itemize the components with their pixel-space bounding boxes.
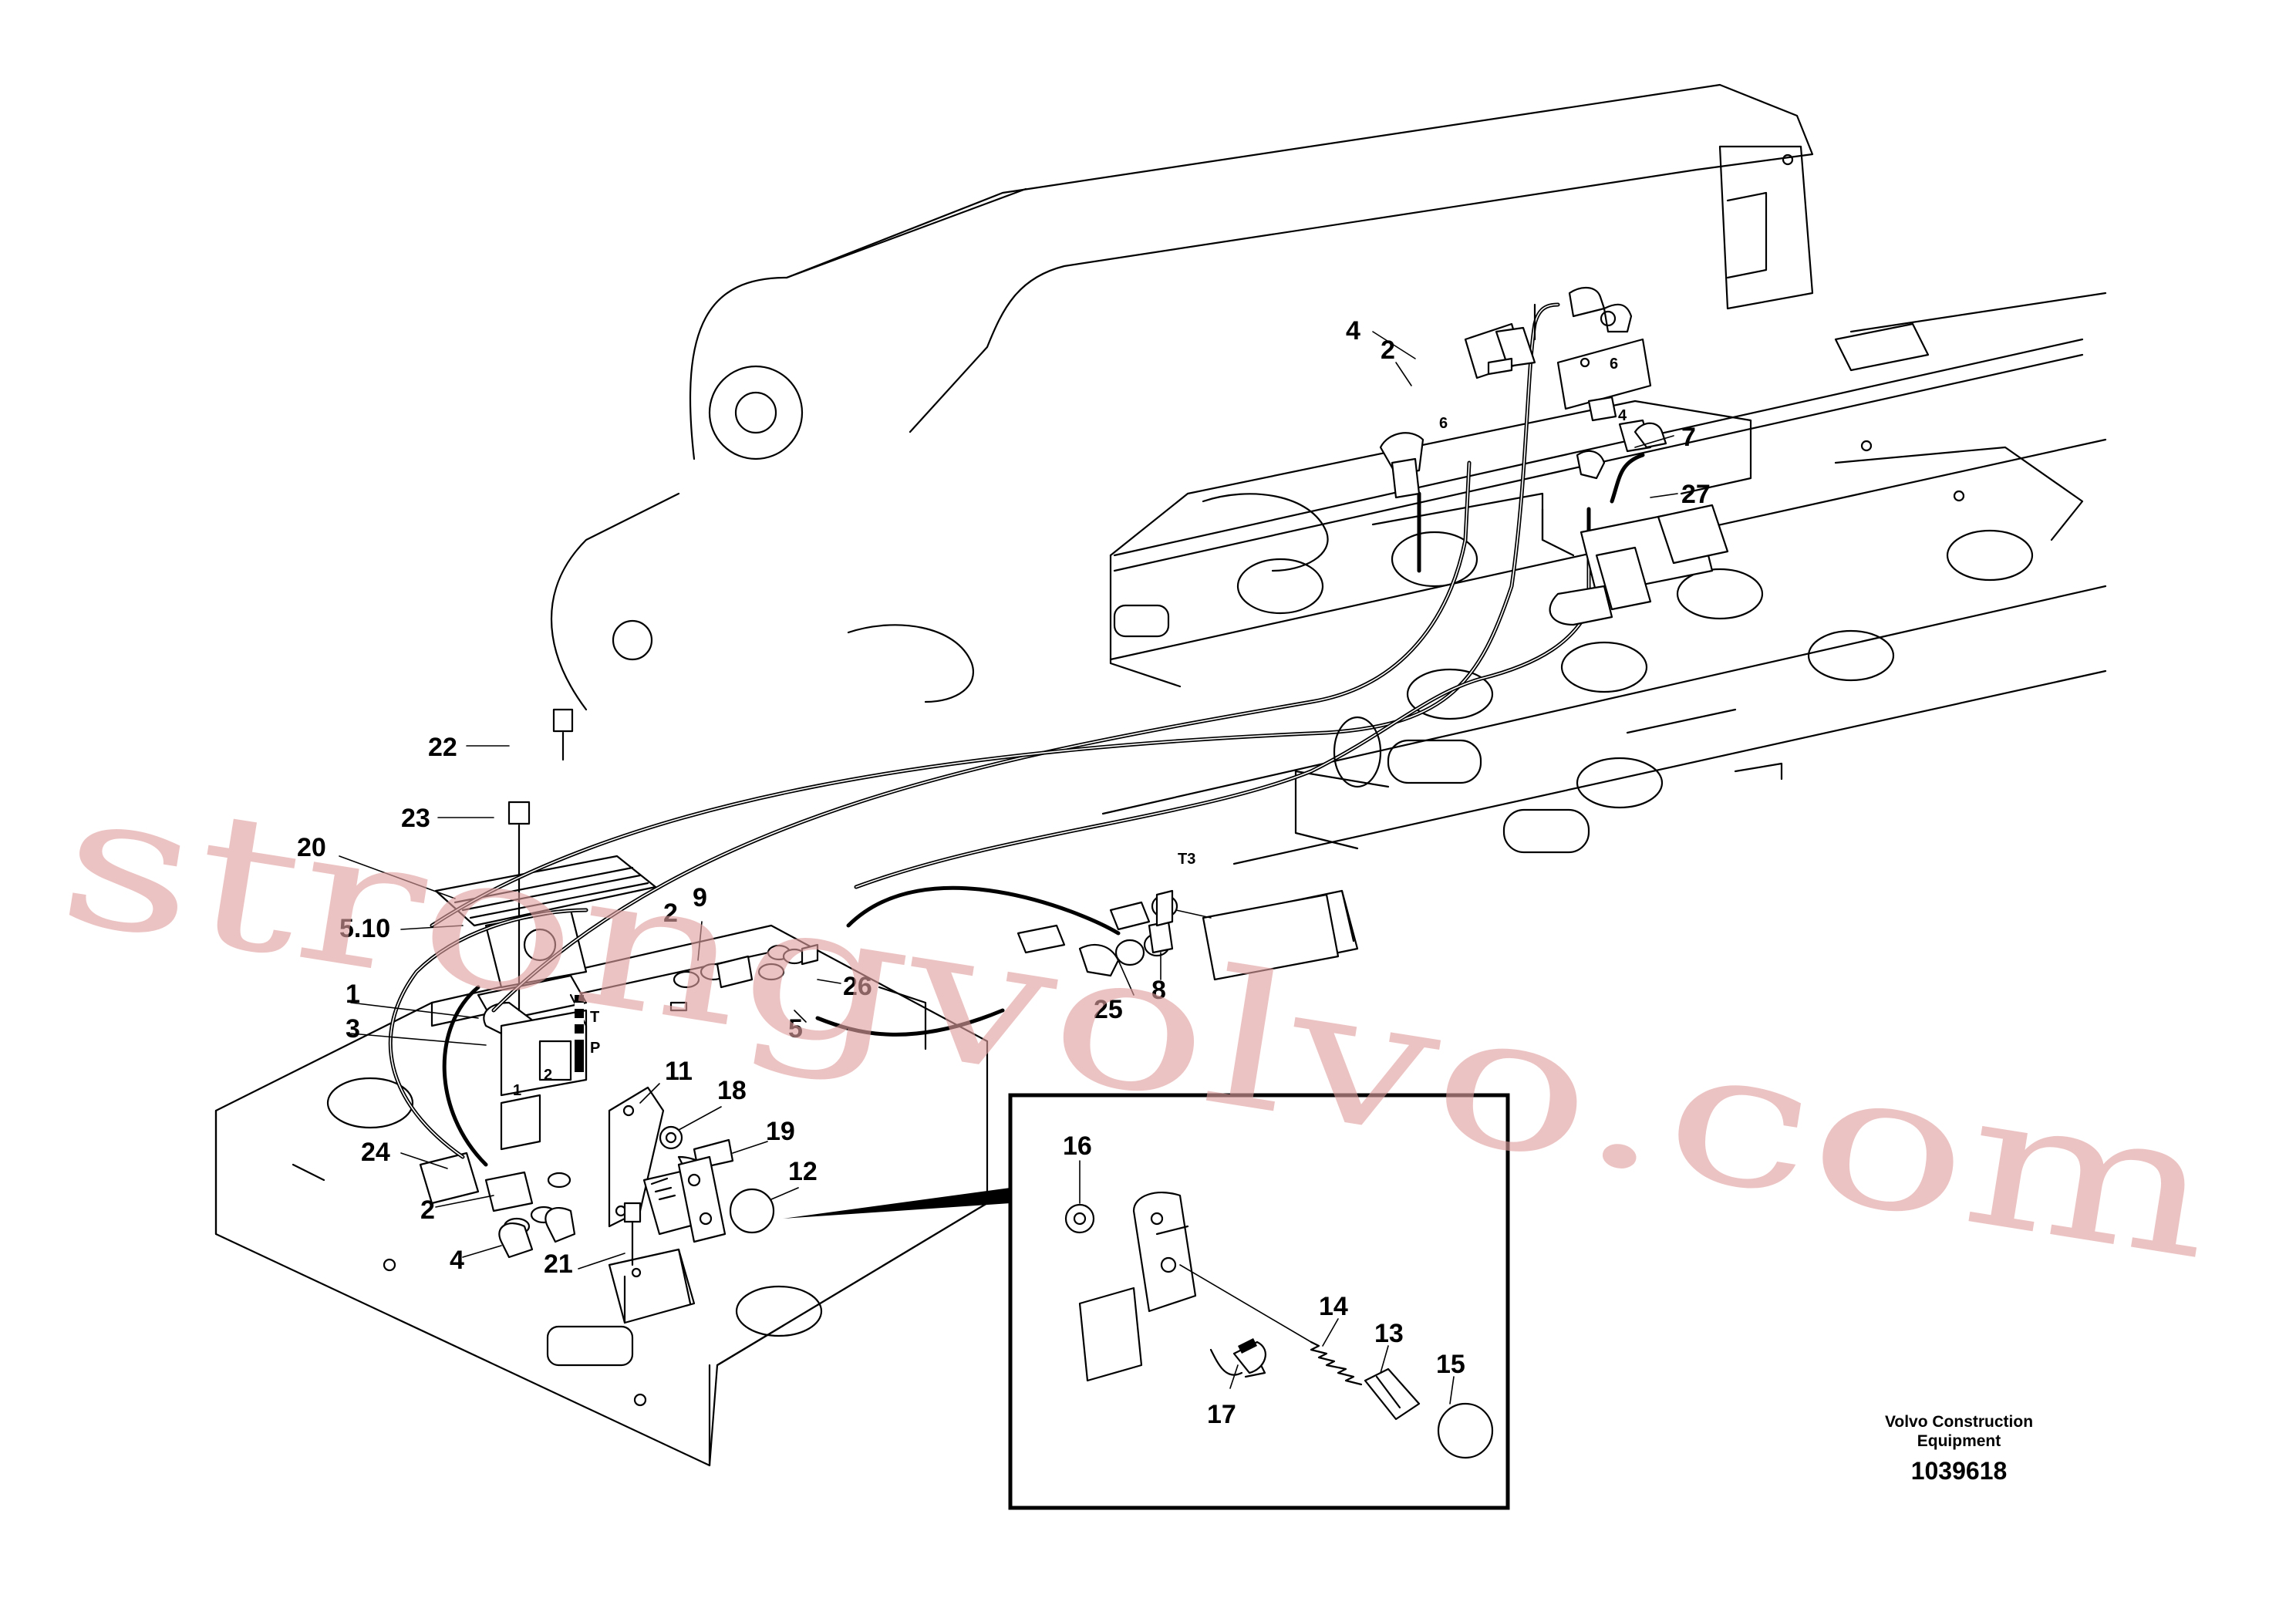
port-label-4: 4 <box>1618 407 1627 424</box>
callout-9: 9 <box>693 883 707 912</box>
callout-22: 22 <box>428 733 457 762</box>
inset-callout-13: 13 <box>1374 1319 1404 1348</box>
callout-26: 26 <box>843 972 872 1001</box>
callout-27: 27 <box>1681 480 1711 509</box>
callout-11: 11 <box>665 1057 693 1086</box>
callout-3: 3 <box>346 1014 360 1044</box>
inset-callout-labels: 16 14 13 15 17 <box>1063 1131 1465 1429</box>
port-label-2: 2 <box>544 1067 552 1084</box>
callout-5: 5 <box>788 1014 803 1044</box>
inset-callout-16: 16 <box>1063 1131 1092 1161</box>
port-label-6-right: 6 <box>1610 356 1618 373</box>
callout-19: 19 <box>766 1117 795 1146</box>
callout-20: 20 <box>297 833 326 862</box>
callout-8: 8 <box>1151 976 1166 1005</box>
callout-2-middle: 2 <box>663 899 678 928</box>
port-labels: T P 2 1 T3 6 6 4 <box>513 356 1627 1099</box>
lever-assembly <box>608 1086 775 1324</box>
company-name-line2: Equipment <box>1917 1432 2001 1450</box>
pedal-assembly <box>419 708 657 1259</box>
callout-4-upper: 4 <box>1346 316 1360 346</box>
callout-25: 25 <box>1094 995 1123 1024</box>
port-label-t3: T3 <box>1178 851 1195 868</box>
drawing-number: 1039618 <box>1911 1457 2008 1485</box>
callout-23: 23 <box>401 804 430 833</box>
inset-callout-17: 17 <box>1207 1400 1236 1429</box>
port-label-p: P <box>590 1040 600 1057</box>
drawing-footer: Volvo Construction Equipment 1039618 <box>1885 1413 2033 1485</box>
callout-5-10: 5.10 <box>339 914 390 943</box>
inset-callout-15: 15 <box>1436 1350 1465 1379</box>
port-label-t: T <box>590 1009 599 1026</box>
callout-4-left: 4 <box>450 1246 464 1275</box>
callout-21: 21 <box>544 1249 573 1279</box>
callout-18: 18 <box>717 1076 747 1105</box>
leader-lines <box>339 331 1678 1404</box>
company-name-line1: Volvo Construction <box>1885 1413 2033 1431</box>
callout-2-upper: 2 <box>1381 336 1395 365</box>
callout-1: 1 <box>346 980 360 1009</box>
t3-valve-block <box>1109 889 1340 981</box>
callout-2-left: 2 <box>420 1195 435 1225</box>
port-label-1: 1 <box>513 1082 521 1099</box>
main-frame <box>551 83 2107 865</box>
callout-12: 12 <box>788 1157 818 1186</box>
inset-callout-14: 14 <box>1319 1292 1348 1321</box>
callout-24: 24 <box>361 1138 390 1167</box>
callout-labels: 22 23 20 5.10 1 3 24 2 4 21 11 18 19 12 … <box>297 316 1711 1279</box>
upper-valve-block <box>1379 287 1729 626</box>
callout-7: 7 <box>1681 423 1696 452</box>
port-label-6-left: 6 <box>1439 415 1448 432</box>
detail-inset <box>783 1093 1510 1510</box>
